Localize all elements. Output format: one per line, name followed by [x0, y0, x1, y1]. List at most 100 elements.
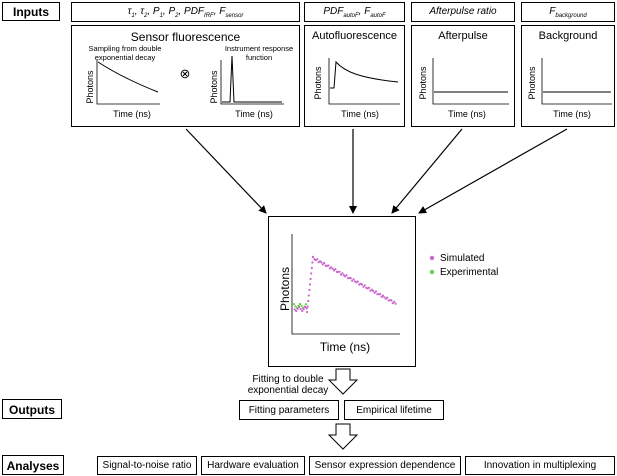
sensor-params-box: τ1, τ2, P1, P2, PDFIRF, Fsensor — [71, 2, 300, 22]
data-point — [356, 280, 359, 283]
outputs-row-label: Outputs — [2, 399, 62, 419]
data-point — [380, 295, 383, 298]
legend-experimental-label: Experimental — [440, 267, 499, 278]
inputs-label: Inputs — [13, 5, 49, 19]
fitting-note: Fitting to double exponential decay — [238, 374, 338, 396]
fitting-note-line1: Fitting to double — [252, 374, 324, 385]
data-point — [372, 289, 375, 292]
legend-simulated-marker — [429, 255, 435, 261]
data-point — [367, 286, 371, 289]
data-point — [341, 272, 344, 275]
data-point — [342, 274, 345, 277]
data-point — [360, 283, 364, 286]
data-point — [310, 266, 313, 270]
data-point — [293, 308, 296, 311]
sensor-note-line1: Sampling from double — [88, 44, 162, 53]
autofluorescence-params-box: PDFautoF, FautoF — [304, 2, 405, 22]
data-point — [298, 302, 302, 306]
outputs-label: Outputs — [9, 403, 55, 417]
data-point — [331, 267, 334, 270]
block-arrow-to-outputs — [327, 368, 359, 395]
sensor-panel-title: Sensor fluorescence — [130, 30, 241, 44]
analysis-hardware: Hardware evaluation — [207, 460, 299, 471]
afterpulse-panel-title: Afterpulse — [438, 30, 488, 42]
data-point — [374, 290, 378, 293]
data-point — [327, 264, 330, 267]
data-point — [394, 302, 397, 305]
data-point — [300, 304, 303, 307]
arrow-background — [418, 128, 568, 214]
empirical-lifetime: Empirical lifetime — [356, 405, 432, 416]
data-point — [307, 294, 310, 297]
afterpulse-plot — [432, 58, 509, 105]
data-point — [316, 258, 319, 261]
data-point — [393, 300, 396, 303]
inputs-row-label: Inputs — [2, 2, 60, 21]
data-point — [306, 305, 309, 308]
legend-simulated-label: Simulated — [440, 253, 485, 264]
autofluorescence-params: PDFautoF, FautoF — [323, 6, 386, 19]
data-point — [362, 285, 365, 288]
afterpulse-xlabel: Time (ns) — [448, 109, 486, 119]
data-point — [292, 303, 296, 306]
arrow-sensor — [185, 128, 267, 214]
sensor-decay-plot — [96, 60, 160, 105]
analysis-expression: Sensor expression dependence — [314, 460, 456, 471]
data-point — [295, 309, 298, 313]
analyses-row-label: Analyses — [2, 455, 64, 475]
data-point — [351, 279, 354, 282]
data-point — [294, 305, 297, 308]
sensor-params: τ1, τ2, P1, P2, PDFIRF, Fsensor — [127, 6, 244, 19]
data-point — [334, 268, 337, 271]
background-params-box: Fbackground — [521, 2, 615, 22]
data-point — [373, 291, 376, 294]
irf-plot — [220, 55, 284, 105]
irf-note-line1: Instrument response — [224, 44, 294, 53]
analysis-multiplexing: Innovation in multiplexing — [483, 460, 597, 471]
analysis-expression-box: Sensor expression dependence — [309, 456, 461, 475]
background-params: Fbackground — [549, 6, 587, 19]
data-point — [320, 261, 323, 264]
data-point — [299, 307, 302, 311]
data-point — [386, 296, 389, 299]
data-point — [379, 293, 382, 296]
sensor-plot2-xlabel: Time (ns) — [235, 109, 273, 119]
data-point — [363, 284, 366, 287]
result-axes — [291, 234, 400, 335]
afterpulse-panel: Afterpulse — [411, 25, 515, 127]
data-point — [304, 306, 307, 309]
data-point — [296, 307, 299, 310]
background-plot — [541, 58, 612, 105]
afterpulse-params-box: Afterpulse ratio — [411, 2, 515, 22]
background-xlabel: Time (ns) — [553, 109, 591, 119]
analysis-multiplexing-box: Innovation in multiplexing — [465, 456, 615, 475]
background-panel-title: Background — [538, 30, 598, 42]
empirical-lifetime-box: Empirical lifetime — [344, 400, 444, 420]
data-point — [307, 299, 310, 303]
legend-experimental-marker — [429, 269, 435, 275]
data-point — [304, 303, 308, 306]
fitting-parameters: Fitting parameters — [248, 405, 330, 416]
sensor-plot1-xlabel: Time (ns) — [113, 109, 151, 119]
afterpulse-ratio: Afterpulse ratio — [429, 6, 497, 17]
data-point — [305, 307, 308, 310]
autofluorescence-plot — [328, 58, 400, 105]
data-point — [321, 263, 324, 266]
data-point — [391, 302, 394, 305]
data-point — [345, 274, 348, 277]
data-point — [298, 305, 301, 309]
analysis-snr: Signal-to-noise ratio — [102, 460, 192, 471]
fitting-note-line2: exponential decay — [247, 385, 329, 396]
irf-note-line2: function — [245, 53, 273, 62]
data-point — [305, 310, 309, 314]
data-point — [339, 273, 343, 276]
data-point — [390, 299, 393, 302]
arrow-afterpulse — [391, 128, 463, 214]
data-point — [332, 269, 336, 272]
sensor-fluorescence-panel: Sensor fluorescence — [71, 25, 300, 127]
background-panel: Background — [521, 25, 615, 127]
result-panel — [268, 216, 416, 367]
analysis-hardware-box: Hardware evaluation — [201, 456, 305, 475]
analysis-snr-box: Signal-to-noise ratio — [97, 456, 197, 475]
